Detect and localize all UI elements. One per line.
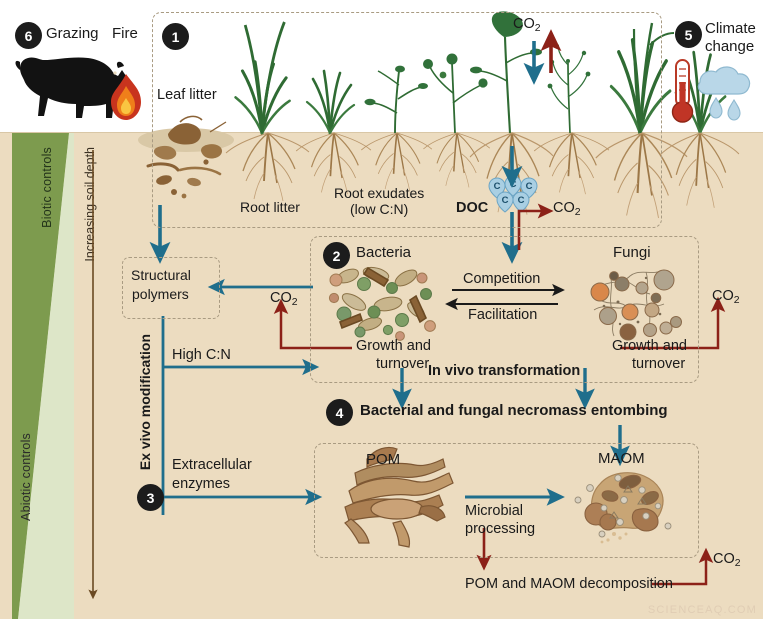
abiotic-controls-label: Abiotic controls [19,433,33,521]
fungi-label: Fungi [613,244,651,261]
microbial-processing-label-line2: processing [465,521,536,537]
panel-2-in-vivo-transformation [310,236,699,383]
co2-atmospheric-label: CO2 [513,16,541,34]
fungi-growth-label-line1: Growth and [612,338,687,354]
microbial-processing-label-line1: Microbial [465,503,524,519]
maom-label: MAOM [598,450,645,467]
leaf-litter-label: Leaf litter [157,87,217,103]
badge-5: 5 [676,22,701,47]
extracellular-enzymes-label-line1: Extracellular [172,457,252,473]
extracellular-enzymes-label-line2: enzymes [172,476,231,492]
co2-decomposition-label: CO2 [713,551,741,569]
high-cn-label: High C:N [172,347,231,363]
bacteria-label: Bacteria [356,244,412,261]
doc-label: DOC [456,200,489,216]
controls-gradient-wedges: Biotic controls Abiotic controls [12,133,74,619]
pom-maom-decomposition-label: POM and MAOM decomposition [465,576,673,592]
ex-vivo-modification-label: Ex vivo modification [137,334,153,471]
site-watermark: SCIENCEAQ.COM [647,604,757,616]
structural-polymers-label-line1: Structural [131,267,191,283]
panel-1-plant-inputs [152,12,662,228]
root-exudates-label-line1: Root exudates [334,185,425,201]
climate-change-label-line2: change [705,38,755,55]
fire-label: Fire [112,25,138,42]
climate-change-label-line1: Climate [705,20,756,37]
fungi-growth-label-line2: turnover [632,356,686,372]
badge-3: 3 [138,485,163,510]
facilitation-label: Facilitation [468,307,538,323]
soil-depth-axis: Increasing soil depth [74,133,108,619]
co2-fungi-label: CO2 [712,288,740,306]
badge-4: 4 [327,400,352,425]
co2-doc-label: CO2 [553,200,581,218]
competition-label: Competition [463,271,541,287]
biotic-controls-label: Biotic controls [40,147,54,228]
badge-1: 1 [163,24,188,49]
pom-label: POM [366,451,401,468]
increasing-soil-depth-label: Increasing soil depth [83,147,97,262]
structural-polymers-label-line2: polymers [132,286,189,302]
badge-2: 2 [324,243,349,268]
panel-pom-maom [314,443,699,558]
badge-6: 6 [16,23,41,48]
root-exudates-label-line2: (low C:N) [350,201,409,217]
necromass-entombing-title: Bacterial and fungal necromass entombing [360,402,668,419]
root-litter-label: Root litter [240,199,300,215]
bacteria-growth-label-line2: turnover [376,356,430,372]
bacteria-growth-label-line1: Growth and [356,338,431,354]
panel-structural-polymers [122,257,220,319]
grazing-label: Grazing [46,25,99,42]
co2-bacteria-label: CO2 [270,290,298,308]
in-vivo-transformation-label: In vivo transformation [428,363,581,379]
